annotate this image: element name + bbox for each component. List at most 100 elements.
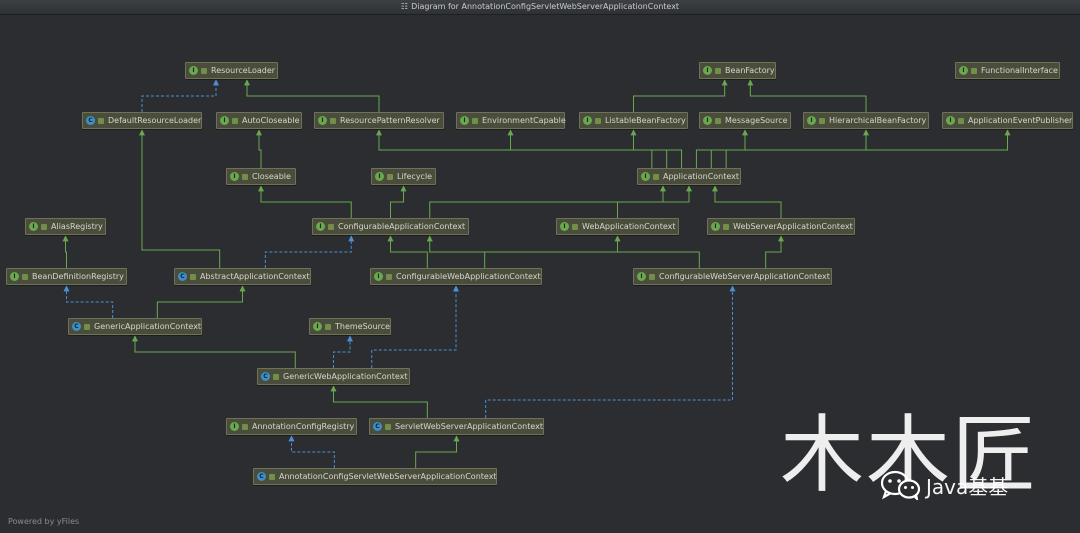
visibility-icon (723, 223, 729, 230)
visibility-icon (242, 173, 248, 180)
edge-configurableapplicationcontext-to-closeable (258, 185, 352, 218)
node-label: AliasRegistry (51, 222, 103, 231)
wechat-icon (880, 470, 921, 500)
edge-annotationconfigservletwebserverapplicationcontext-to-servletwebserverapplicationcontext (415, 435, 460, 468)
node-label: ConfigurableWebServerApplicationContext (659, 272, 830, 281)
class-icon: C (178, 272, 187, 281)
class-icon: C (257, 472, 266, 481)
interface-icon: I (189, 66, 198, 75)
interface-icon: I (316, 222, 325, 231)
diagram-node-abstract-application-context[interactable]: C AbstractApplicationContext (174, 268, 311, 285)
edge-resourcepatternresolver-to-resourceloader (244, 79, 380, 112)
node-label: AnnotationConfigRegistry (252, 422, 355, 431)
interface-icon: I (711, 222, 720, 231)
interface-icon: I (703, 66, 712, 75)
node-label: AbstractApplicationContext (200, 272, 310, 281)
edge-genericwebapplicationcontext-to-themesource (333, 335, 353, 368)
edge-configurablewebserverapplicationcontext-to-webserverapplicationcontext (765, 235, 784, 268)
class-icon: C (72, 322, 81, 331)
interface-icon: I (313, 322, 322, 331)
interface-icon: I (220, 116, 229, 125)
edge-beandefinitionregistry-to-aliasregistry (62, 235, 69, 268)
visibility-icon (649, 273, 655, 280)
edge-webserverapplicationcontext-to-applicationcontext (712, 185, 782, 218)
edge-defaultresourceloader-to-resourceloader (141, 79, 219, 112)
node-label: ResourceLoader (211, 66, 276, 75)
node-label: ResourcePatternResolver (340, 116, 440, 125)
diagram-node-auto-closeable[interactable]: I AutoCloseable (216, 112, 302, 129)
edge-configurablewebserverapplicationcontext-to-configurableapplicationcontext (426, 235, 700, 268)
visibility-icon (328, 223, 334, 230)
edge-configurableapplicationcontext-to-applicationcontext (429, 185, 666, 218)
diagram-node-annotation-config-registry[interactable]: I AnnotationConfigRegistry (226, 418, 357, 435)
visibility-icon (385, 423, 391, 430)
diagram-node-resource-pattern-resolver[interactable]: I ResourcePatternResolver (314, 112, 444, 129)
class-icon: C (373, 422, 382, 431)
interface-icon: I (583, 116, 592, 125)
edge-listablebeanfactory-to-beanfactory (633, 79, 728, 112)
watermark-caption: Java基基 (880, 470, 1008, 500)
edge-genericapplicationcontext-to-abstractapplicationcontext (156, 285, 246, 318)
node-label: ApplicationContext (663, 172, 740, 181)
edge-genericapplicationcontext-to-beandefinitionregistry (63, 285, 114, 318)
window-title: Diagram for AnnotationConfigServletWebSe… (411, 2, 680, 11)
diagram-node-listable-bean-factory[interactable]: I ListableBeanFactory (579, 112, 688, 129)
visibility-icon (653, 173, 659, 180)
visibility-icon (330, 117, 336, 124)
diagram-node-application-event-publisher[interactable]: I ApplicationEventPublisher (942, 112, 1073, 129)
node-label: AutoCloseable (242, 116, 300, 125)
node-label: Lifecycle (397, 172, 433, 181)
node-label: BeanFactory (725, 66, 775, 75)
edge-applicationcontext-to-resourcepatternresolver (376, 129, 653, 168)
visibility-icon (269, 473, 275, 480)
edge-configurableapplicationcontext-to-lifecycle (390, 185, 407, 218)
diagram-node-bean-factory[interactable]: I BeanFactory (699, 62, 776, 79)
node-label: DefaultResourceLoader (108, 116, 202, 125)
visibility-icon (715, 67, 721, 74)
interface-icon: I (460, 116, 469, 125)
interface-icon: I (946, 116, 955, 125)
visibility-icon (971, 67, 977, 74)
node-label: ApplicationEventPublisher (968, 116, 1073, 125)
edge-applicationcontext-to-hierarchicalbeanfactory (710, 129, 869, 168)
diagram-node-configurable-web-server-application-context[interactable]: I ConfigurableWebServerApplicationContext (633, 268, 832, 285)
node-label: ListableBeanFactory (605, 116, 686, 125)
interface-icon: I (637, 272, 646, 281)
interface-icon: I (10, 272, 19, 281)
edge-annotationconfigservletwebserverapplicationcontext-to-annotationconfigregistry (288, 435, 335, 468)
node-label: FunctionalInterface (981, 66, 1058, 75)
node-label: Closeable (252, 172, 291, 181)
edge-closeable-to-autocloseable (256, 129, 262, 168)
visibility-icon (386, 273, 392, 280)
interface-icon: I (230, 422, 239, 431)
node-label: MessageSource (725, 116, 788, 125)
visibility-icon (715, 117, 721, 124)
diagram-node-resource-loader[interactable]: I ResourceLoader (185, 62, 278, 79)
edge-genericwebapplicationcontext-to-genericapplicationcontext (132, 335, 296, 368)
edge-genericwebapplicationcontext-to-configurablewebapplicationcontext (371, 285, 459, 368)
edge-configurablewebapplicationcontext-to-configurableapplicationcontext (387, 235, 428, 268)
node-label: WebApplicationContext (582, 222, 676, 231)
visibility-icon (190, 273, 196, 280)
interface-icon: I (318, 116, 327, 125)
